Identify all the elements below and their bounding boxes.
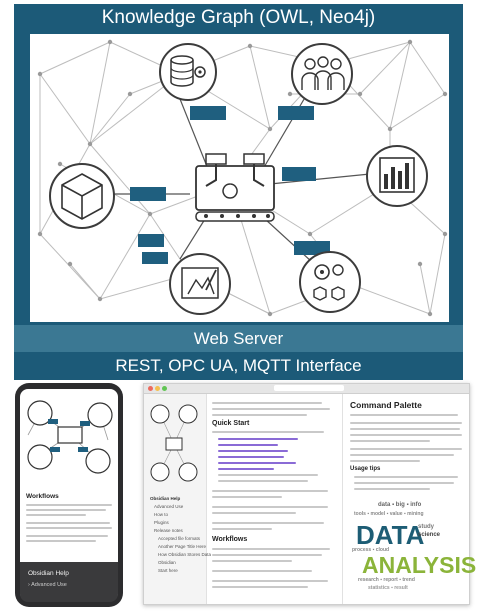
body-text-line: [354, 488, 430, 490]
body-text-line: [212, 408, 330, 410]
body-text-line: [212, 512, 296, 514]
cube-icon: [49, 163, 115, 229]
sidebar-item[interactable]: Start here: [158, 568, 178, 573]
body-text-line: [212, 554, 322, 556]
phone-text-line: [26, 522, 110, 524]
phone-text-line: [26, 535, 108, 537]
sidebar-item[interactable]: How Obsidian Stores Data: [158, 552, 212, 557]
link-line[interactable]: [218, 468, 274, 470]
factory-robot-icon: [195, 153, 275, 222]
body-text-line: [212, 548, 330, 550]
app-window-screenshot: Obsidian Help Advanced Use How to Plugin…: [143, 383, 477, 605]
body-text-line: [350, 440, 430, 442]
interface-bar: REST, OPC UA, MQTT Interface: [14, 352, 463, 380]
body-text-line: [212, 570, 312, 572]
phone-heading: Workflows: [26, 493, 59, 500]
body-text-line: [350, 460, 420, 462]
phone-text-line: [26, 504, 112, 506]
phone-text-line: [26, 527, 112, 529]
sidebar-item[interactable]: Obsidian: [158, 560, 176, 565]
word-cloud-analysis: ANALYSIS: [362, 552, 477, 578]
window-titlebar: [144, 384, 469, 394]
command-palette-heading: Command Palette: [350, 400, 422, 410]
body-text-line: [212, 560, 292, 562]
body-text-line: [212, 414, 307, 416]
body-text-line: [350, 422, 462, 424]
database-gear-icon: [159, 43, 217, 101]
body-text-line: [212, 490, 328, 492]
word-cloud-image: data ▪ big ▪ info tools ▪ model ▪ value …: [352, 502, 477, 591]
body-text-line: [350, 428, 460, 430]
body-text-line: [212, 522, 324, 524]
phone-text-line: [26, 540, 96, 542]
blueprint-icon: [169, 253, 231, 315]
sidebar-item[interactable]: Advanced Use: [154, 504, 184, 509]
body-text-line: [350, 414, 458, 416]
body-text-line: [354, 476, 458, 478]
phone-menu-item[interactable]: › Advanced Use: [28, 582, 67, 588]
usage-tips-heading: Usage tips: [350, 466, 381, 472]
relation-boxes: [130, 106, 330, 264]
web-server-bar: Web Server: [14, 325, 463, 352]
sidebar-item[interactable]: Another Page Title Here: [158, 544, 207, 549]
link-line[interactable]: [218, 456, 284, 458]
phone-text-line: [26, 509, 106, 511]
body-text-line: [350, 434, 462, 436]
sidebar-graph-thumbnail: [148, 400, 200, 490]
link-line[interactable]: [218, 450, 288, 452]
link-line[interactable]: [218, 438, 298, 440]
sidebar-item[interactable]: Plugins: [154, 520, 169, 525]
chevron-right-icon: ›: [28, 582, 30, 588]
maximize-dot-icon[interactable]: [162, 386, 167, 391]
phone-text-line: [26, 514, 86, 516]
knowledge-graph-canvas: [30, 34, 449, 322]
minimize-dot-icon[interactable]: [155, 386, 160, 391]
close-dot-icon[interactable]: [148, 386, 153, 391]
window-search-field[interactable]: [274, 385, 344, 391]
link-line[interactable]: [218, 444, 278, 446]
sidebar-item[interactable]: Accepted file formats: [158, 536, 201, 541]
sidebar-item-obsidian-help[interactable]: Obsidian Help: [150, 496, 181, 501]
phone-menu-sheet[interactable]: Obsidian Help › Advanced Use: [20, 562, 118, 602]
body-text-line: [350, 448, 462, 450]
quick-start-heading: Quick Start: [212, 420, 250, 427]
phone-menu-title: Obsidian Help: [28, 570, 69, 577]
network-diagram: [37, 39, 448, 317]
workflows-heading: Workflows: [212, 536, 248, 543]
team-people-icon: [291, 43, 353, 105]
body-text-line: [218, 480, 308, 482]
sidebar-item[interactable]: How to: [154, 512, 169, 517]
body-text-line: [212, 586, 308, 588]
word-cloud-data: DATA: [356, 520, 425, 550]
body-text-line: [212, 580, 328, 582]
body-text-line: [212, 528, 272, 530]
body-text-line: [212, 402, 322, 404]
window-sidebar: Obsidian Help Advanced Use How to Plugin…: [144, 394, 211, 604]
phone-graph-thumbnail: [27, 400, 113, 474]
pane-divider: [342, 394, 343, 604]
sidebar-item[interactable]: Release notes: [154, 528, 183, 533]
body-text-line: [212, 506, 328, 508]
body-text-line: [350, 454, 454, 456]
link-line[interactable]: [218, 462, 296, 464]
gears-cubes-icon: [299, 251, 361, 313]
body-text-line: [218, 474, 318, 476]
knowledge-graph-title: Knowledge Graph (OWL, Neo4j): [101, 7, 376, 28]
body-text-line: [354, 482, 454, 484]
bar-chart-icon: [366, 145, 428, 207]
body-text-line: [212, 431, 324, 433]
body-text-line: [212, 496, 282, 498]
